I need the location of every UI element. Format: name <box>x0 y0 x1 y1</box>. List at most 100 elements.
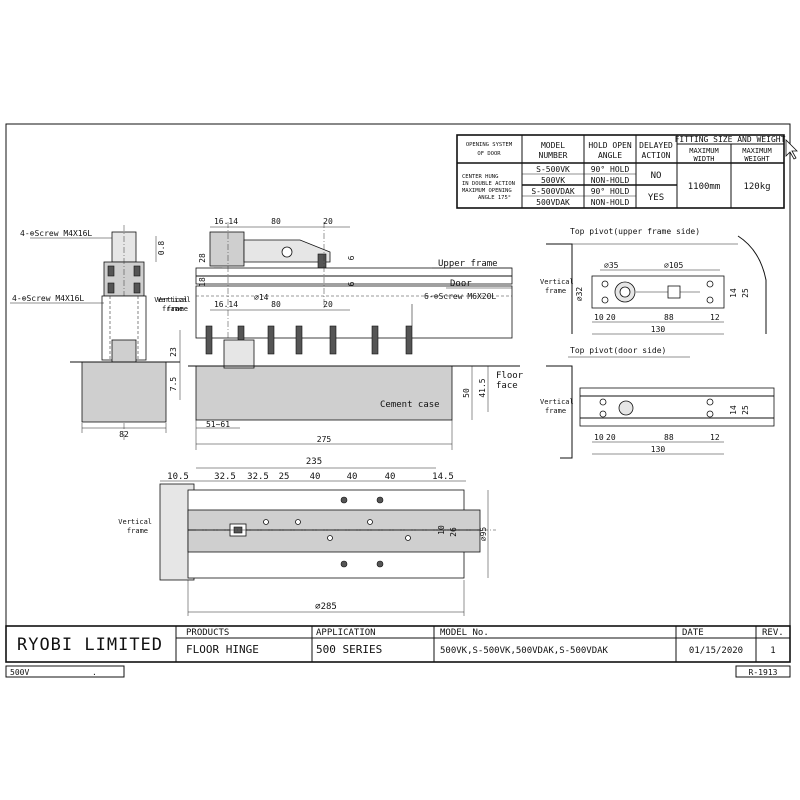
dim-6a: 6 <box>347 255 356 260</box>
cursor-icon <box>785 139 798 160</box>
model-label: MODEL No. <box>440 628 489 638</box>
spec-row-3-hold: NON-HOLD <box>591 198 630 207</box>
application-label: APPLICATION <box>316 628 376 638</box>
spec-row-2-model: S-500VDAK <box>531 187 575 196</box>
plan-dim-95: ⌀95 <box>479 527 488 542</box>
products-value: FLOOR HINGE <box>186 643 259 656</box>
label-screw-m4x16l-top: 4-⊕Screw M4X16L <box>20 229 92 238</box>
pivot-door-dim-25: 25 <box>741 405 750 415</box>
plan-dim-285: ⌀285 <box>315 602 337 612</box>
plan-dim-10: 10 <box>437 525 446 535</box>
pivot-door-dim-14: 14 <box>729 405 738 415</box>
spec-opening-system-2: MAXIMUM OPENING <box>462 188 512 194</box>
rev-value: 1 <box>770 646 775 656</box>
dim-16-14b: 16.14 <box>214 300 238 309</box>
label-floor-face-line2: face <box>496 381 518 391</box>
label-vertical-frame-4-line2: frame <box>545 407 566 415</box>
company-name: RYOBI LIMITED <box>17 635 163 655</box>
plan-seg-0: 10.5 <box>167 472 189 482</box>
spec-col-hold-line2: ANGLE <box>598 151 622 160</box>
spec-opening-system-3: ANGLE 175° <box>478 195 511 201</box>
plan-seg-7: 14.5 <box>432 472 454 482</box>
spec-col-delayed-line2: ACTION <box>642 151 671 160</box>
dim-6b: 6 <box>347 281 356 286</box>
plan-seg-1: 32.5 <box>214 472 236 482</box>
spec-row-0-hold: 90° HOLD <box>591 165 630 174</box>
dim-18: 18 <box>198 277 207 287</box>
dim-275: 275 <box>317 435 332 444</box>
spec-col-opening-line1: OPENING SYSTEM <box>466 142 513 148</box>
top-pivot-upper: Top pivot(upper frame side) Vertical fra… <box>540 227 767 335</box>
spec-opening-system-1: IN DOUBLE ACTION <box>462 181 515 187</box>
spec-col-maxweight-line2: WEIGHT <box>744 155 770 163</box>
dim-28: 28 <box>198 253 207 263</box>
top-pivot-door: Top pivot(door side) Vertical frame 14 2… <box>540 346 775 459</box>
spec-col-delayed-line1: DELAYED <box>639 141 673 150</box>
dim-phi14: ⌀14 <box>254 293 269 302</box>
spec-row-2-hold: 90° HOLD <box>591 187 630 196</box>
label-vertical-frame-4-line1: Vertical <box>540 398 574 406</box>
spec-col-maxwidth-line2: WIDTH <box>693 155 714 163</box>
pivot-door-dim-88: 88 <box>664 433 674 442</box>
plan-dim-26: 26 <box>449 527 458 537</box>
plan-seg-5: 40 <box>347 472 358 482</box>
spec-delayed-no: NO <box>651 171 662 181</box>
plan-dim-235: 235 <box>306 457 322 467</box>
label-screw-m6x20l: 6-⊕Screw M6X20L <box>424 292 496 301</box>
dim-0-8: 0.8 <box>157 241 166 256</box>
front-view: 82 23 7.5 0.8 4-⊕Screw M4X16L 4-⊕Screw M… <box>10 225 191 440</box>
dim-20b: 20 <box>323 300 333 309</box>
spec-row-1-hold: NON-HOLD <box>591 176 630 185</box>
dim-80a: 80 <box>271 217 281 226</box>
pivot-upper-dim-12: 12 <box>710 313 720 322</box>
pivot-upper-dim-130: 130 <box>651 325 666 334</box>
spec-col-opening-line2: OF DOOR <box>477 151 501 157</box>
pivot-upper-dim-10: 10 <box>594 313 604 322</box>
spec-col-maxwidth-line1: MAXIMUM <box>689 147 719 155</box>
footer: 500V . R-1913 <box>5 665 791 678</box>
label-vertical-frame-3-line2: frame <box>545 287 566 295</box>
spec-max-weight: 120kg <box>743 182 770 192</box>
label-vertical-frame-3-line1: Vertical <box>540 278 574 286</box>
dim-41-5: 41.5 <box>478 378 487 397</box>
pivot-door-dim-10: 10 <box>594 433 604 442</box>
label-vertical-frame-1-line1: Vertical <box>157 296 191 304</box>
dim-51-61: 51~61 <box>206 420 230 429</box>
label-upper-frame: Upper frame <box>438 259 498 269</box>
spec-max-width: 1100mm <box>688 182 721 192</box>
spec-delayed-yes: YES <box>648 193 664 203</box>
pivot-upper-dim-20: 20 <box>606 313 616 322</box>
pivot-door-dim-130: 130 <box>651 445 666 454</box>
plan-seg-4: 40 <box>310 472 321 482</box>
date-value: 01/15/2020 <box>689 646 743 656</box>
label-vertical-frame-2-line2: frame <box>167 305 188 313</box>
rev-label: REV. <box>762 628 784 638</box>
spec-row-1-model: 500VK <box>541 176 565 185</box>
label-door: Door <box>450 279 472 289</box>
side-view: Cement case Upper frame Door 6-⊕Screw M6… <box>154 217 524 450</box>
products-label: PRODUCTS <box>186 628 229 638</box>
dim-82: 82 <box>119 430 129 439</box>
pivot-upper-dim-105: ⌀105 <box>664 261 683 270</box>
dim-20a: 20 <box>323 217 333 226</box>
spec-opening-system-0: CENTER HUNG <box>462 174 498 180</box>
spec-col-model-line1: MODEL <box>541 141 565 150</box>
pivot-upper-dim-32: ⌀32 <box>575 287 584 302</box>
pivot-upper-dim-14: 14 <box>729 288 738 298</box>
plan-view: 235 10.5 32.5 32.5 25 40 40 40 14.5 Vert… <box>118 457 496 616</box>
dim-80b: 80 <box>271 300 281 309</box>
label-floor-face-line1: Floor <box>496 371 524 381</box>
model-value: 500VK,S-500VK,500VDAK,S-500VDAK <box>440 646 609 656</box>
pivot-upper-dim-25: 25 <box>741 288 750 298</box>
dim-50: 50 <box>462 388 471 398</box>
label-cement-case: Cement case <box>380 400 440 410</box>
footer-right: R-1913 <box>749 668 778 677</box>
plan-seg-6: 40 <box>385 472 396 482</box>
footer-mid: . <box>92 668 97 677</box>
dim-16-14a: 16.14 <box>214 217 238 226</box>
label-vertical-frame-1-line2: frame <box>162 305 183 313</box>
spec-row-3-model: 500VDAK <box>536 198 570 207</box>
label-top-pivot-upper: Top pivot(upper frame side) <box>570 227 700 236</box>
label-screw-m4x16l-mid: 4-⊕Screw M4X16L <box>12 294 84 303</box>
